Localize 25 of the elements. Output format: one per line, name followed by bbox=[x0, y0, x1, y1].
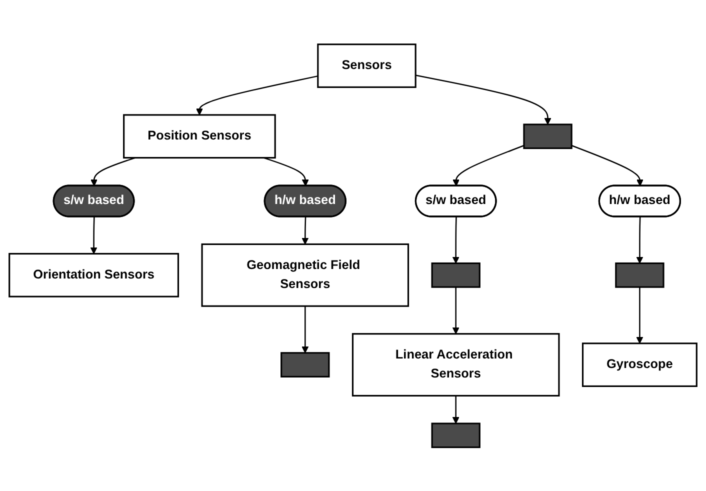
arrow bbox=[636, 216, 644, 264]
node-box: Geomagnetic Field Sensors bbox=[201, 243, 410, 307]
arrow bbox=[452, 144, 524, 186]
arrow bbox=[636, 286, 644, 344]
arrow bbox=[452, 216, 460, 264]
node-box: Gyroscope bbox=[582, 342, 698, 387]
node-box: Position Sensors bbox=[123, 114, 276, 158]
arrow bbox=[90, 156, 136, 186]
node-box bbox=[615, 262, 664, 288]
arrow bbox=[263, 156, 309, 186]
arrow bbox=[415, 74, 552, 124]
node-box bbox=[431, 262, 480, 288]
arrow bbox=[196, 75, 318, 115]
arrow bbox=[302, 306, 309, 353]
arrow bbox=[452, 286, 460, 334]
node-box bbox=[431, 422, 480, 448]
arrow bbox=[571, 144, 644, 186]
arrow bbox=[302, 216, 309, 244]
node-box bbox=[523, 123, 572, 149]
node-box: Sensors bbox=[317, 43, 416, 88]
arrow bbox=[90, 216, 98, 254]
node-box: Linear Acceleration Sensors bbox=[352, 332, 560, 396]
arrow bbox=[452, 395, 460, 424]
node-box bbox=[280, 352, 330, 378]
node-box: Orientation Sensors bbox=[8, 252, 180, 298]
